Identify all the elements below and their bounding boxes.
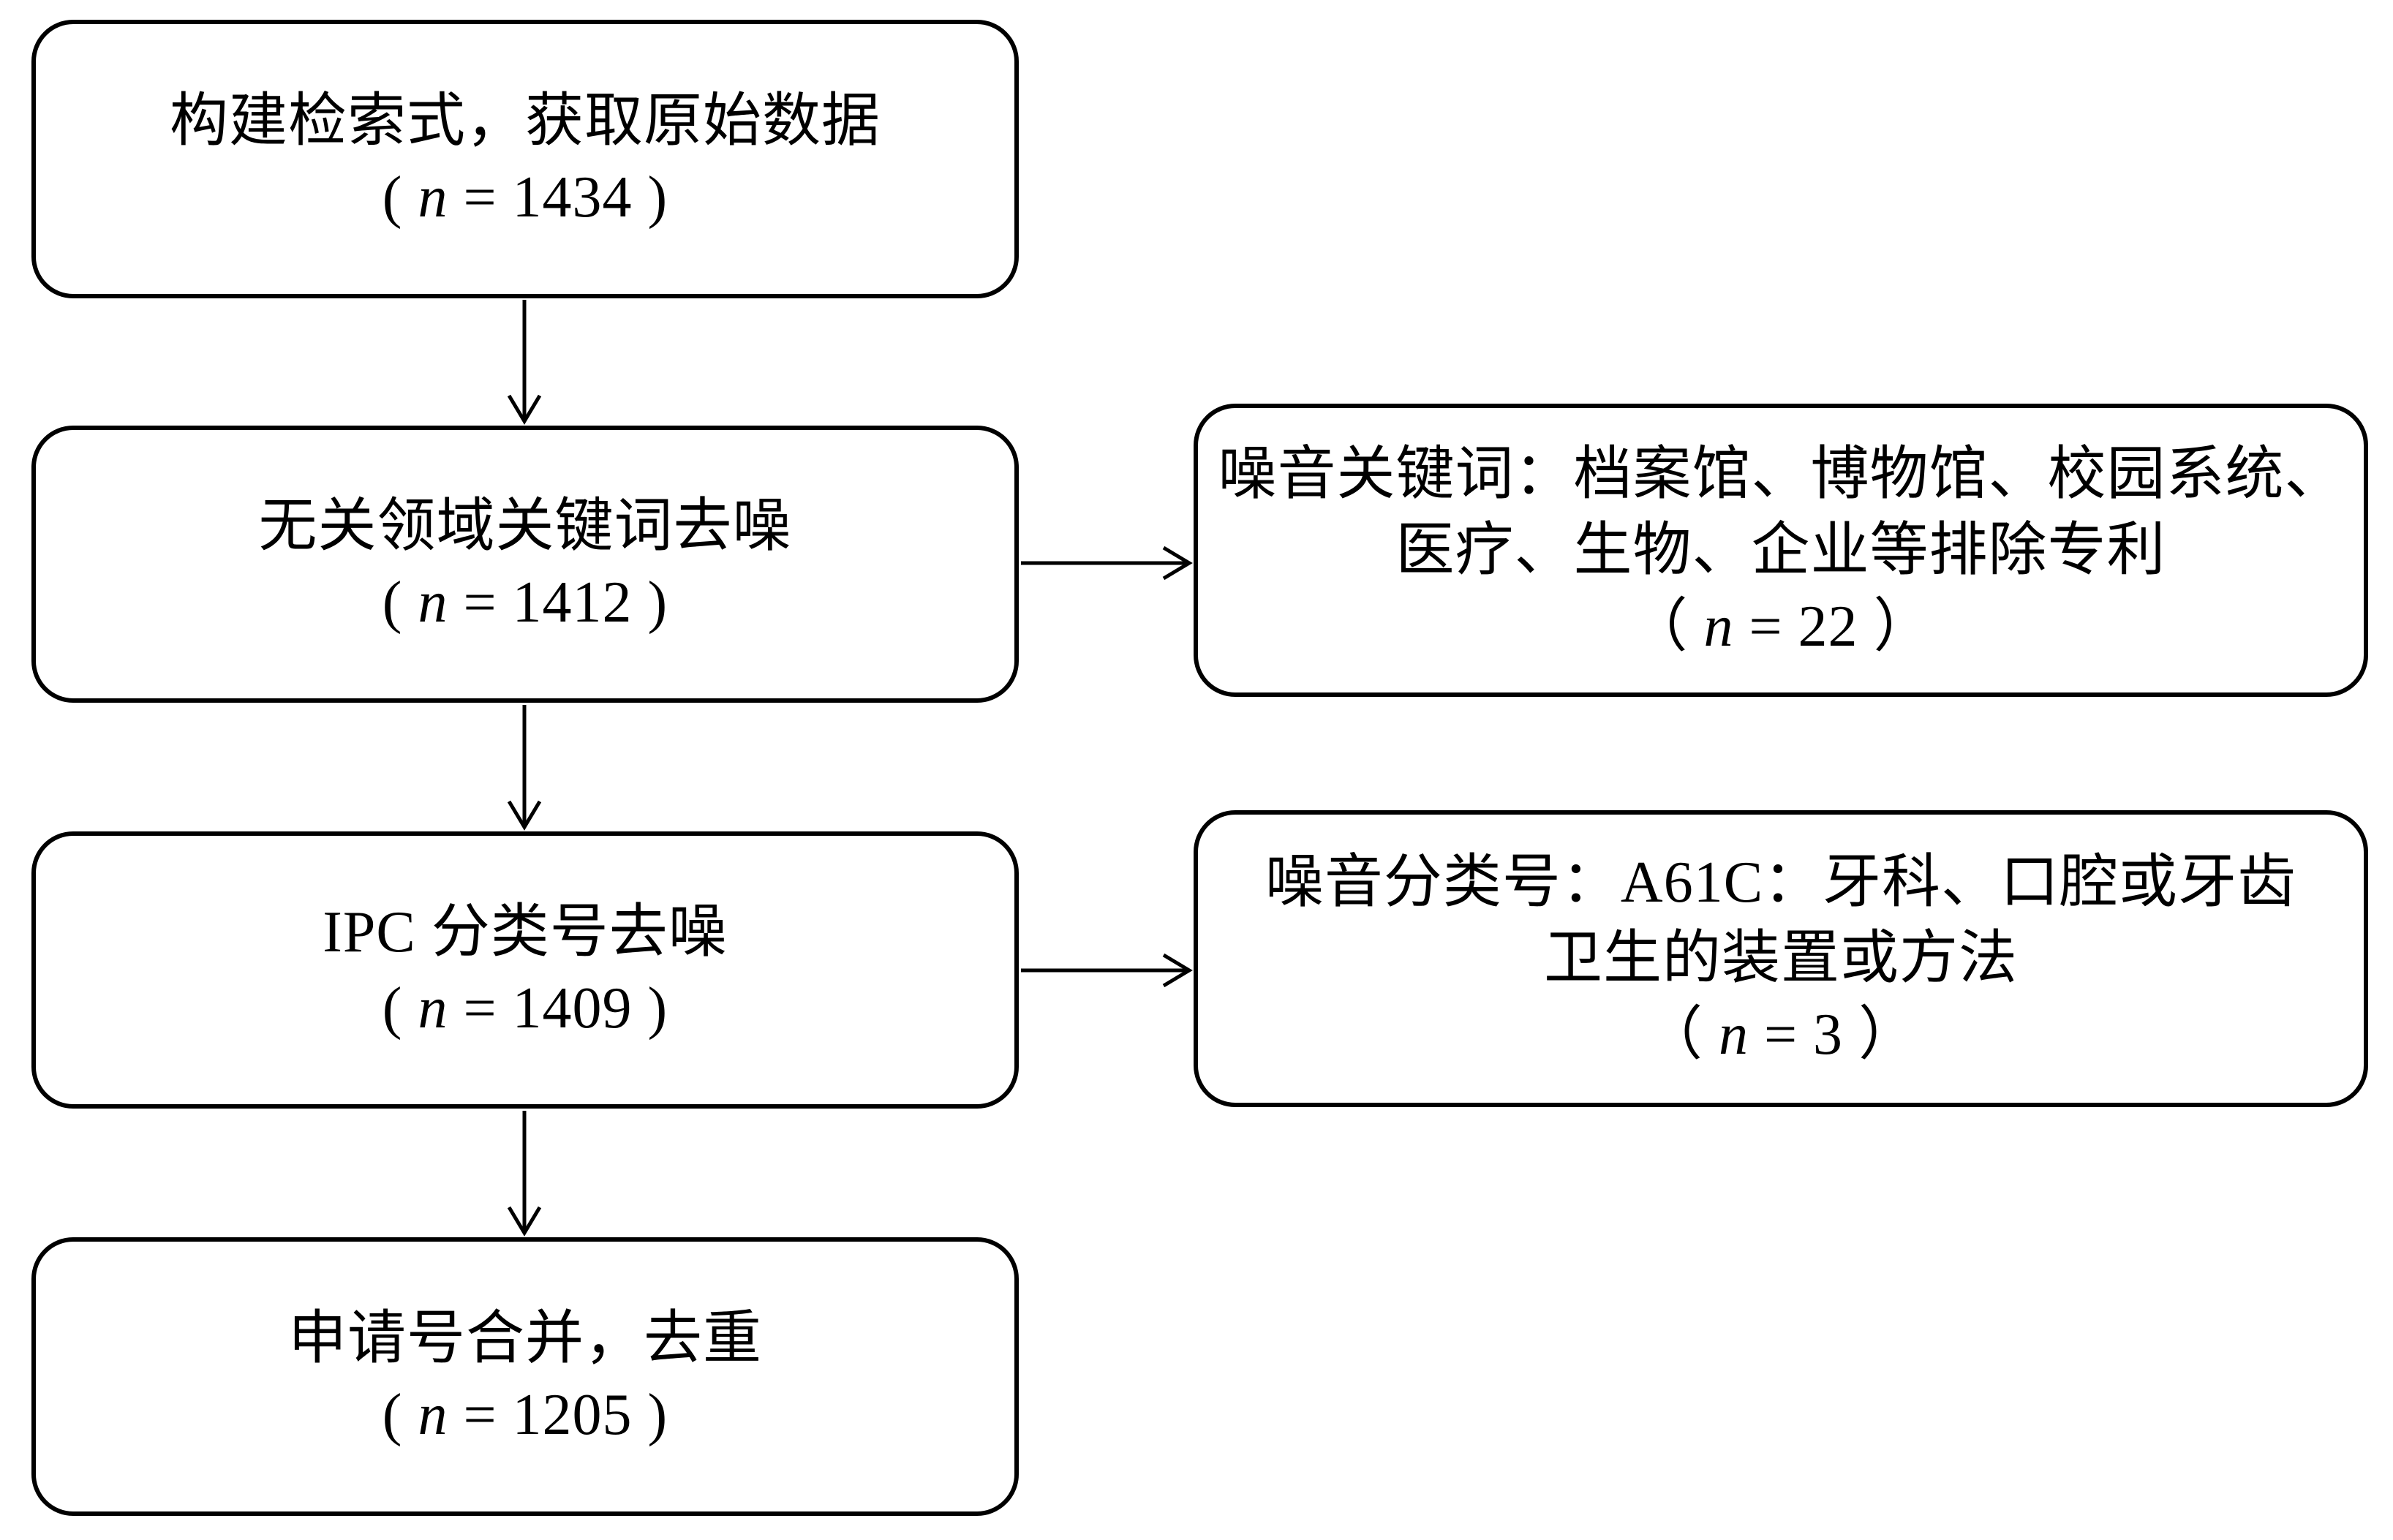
- n-variable: n: [1718, 1003, 1749, 1067]
- step-title: IPC 分类号去噪: [323, 899, 728, 965]
- step-count: ( n = 1409 ): [382, 975, 668, 1041]
- step-box-keyword-denoise: 无关领域关键词去噪 ( n = 1412 ): [31, 426, 1019, 703]
- step-box-merge-dedupe: 申请号合并，去重 ( n = 1205 ): [31, 1237, 1019, 1516]
- arrow-step3-step4-head: [507, 1206, 542, 1237]
- note-line2: 卫生的装置或方法: [1544, 926, 2018, 991]
- n-variable: n: [418, 975, 448, 1041]
- step-count: ( n = 1205 ): [382, 1382, 668, 1447]
- step-count: ( n = 1412 ): [382, 570, 668, 635]
- note-count: （ n = 22 ）: [1629, 594, 1933, 659]
- step-title: 构建检索式，获取原始数据: [170, 88, 881, 154]
- note-line1: 噪音分类号：A61C：牙科、口腔或牙齿: [1265, 850, 2297, 915]
- n-variable: n: [418, 570, 448, 635]
- note-line2: 医疗、生物、企业等排除专利: [1395, 518, 2166, 583]
- note-box-noise-keywords: 噪音关键词：档案馆、博物馆、校园系统、 医疗、生物、企业等排除专利 （ n = …: [1194, 404, 2368, 697]
- note-box-noise-ipc: 噪音分类号：A61C：牙科、口腔或牙齿 卫生的装置或方法 （ n = 3 ）: [1194, 810, 2368, 1107]
- step-box-build-query: 构建检索式，获取原始数据 ( n = 1434 ): [31, 20, 1019, 298]
- arrow-step2-step3-head: [507, 800, 542, 831]
- arrow-step2-note1-head: [1162, 546, 1193, 581]
- arrow-step1-step2-head: [507, 394, 542, 425]
- step-box-ipc-denoise: IPC 分类号去噪 ( n = 1409 ): [31, 831, 1019, 1109]
- note-count: （ n = 3 ）: [1643, 1003, 1918, 1067]
- n-variable: n: [1703, 594, 1734, 659]
- step-count: ( n = 1434 ): [382, 165, 668, 230]
- n-variable: n: [418, 165, 448, 230]
- step-title: 申请号合并，去重: [288, 1306, 762, 1371]
- note-line1: 噪音关键词：档案馆、博物馆、校园系统、: [1218, 442, 2344, 507]
- step-title: 无关领域关键词去噪: [258, 494, 792, 559]
- n-variable: n: [418, 1382, 448, 1447]
- arrow-step3-note2-head: [1162, 953, 1193, 988]
